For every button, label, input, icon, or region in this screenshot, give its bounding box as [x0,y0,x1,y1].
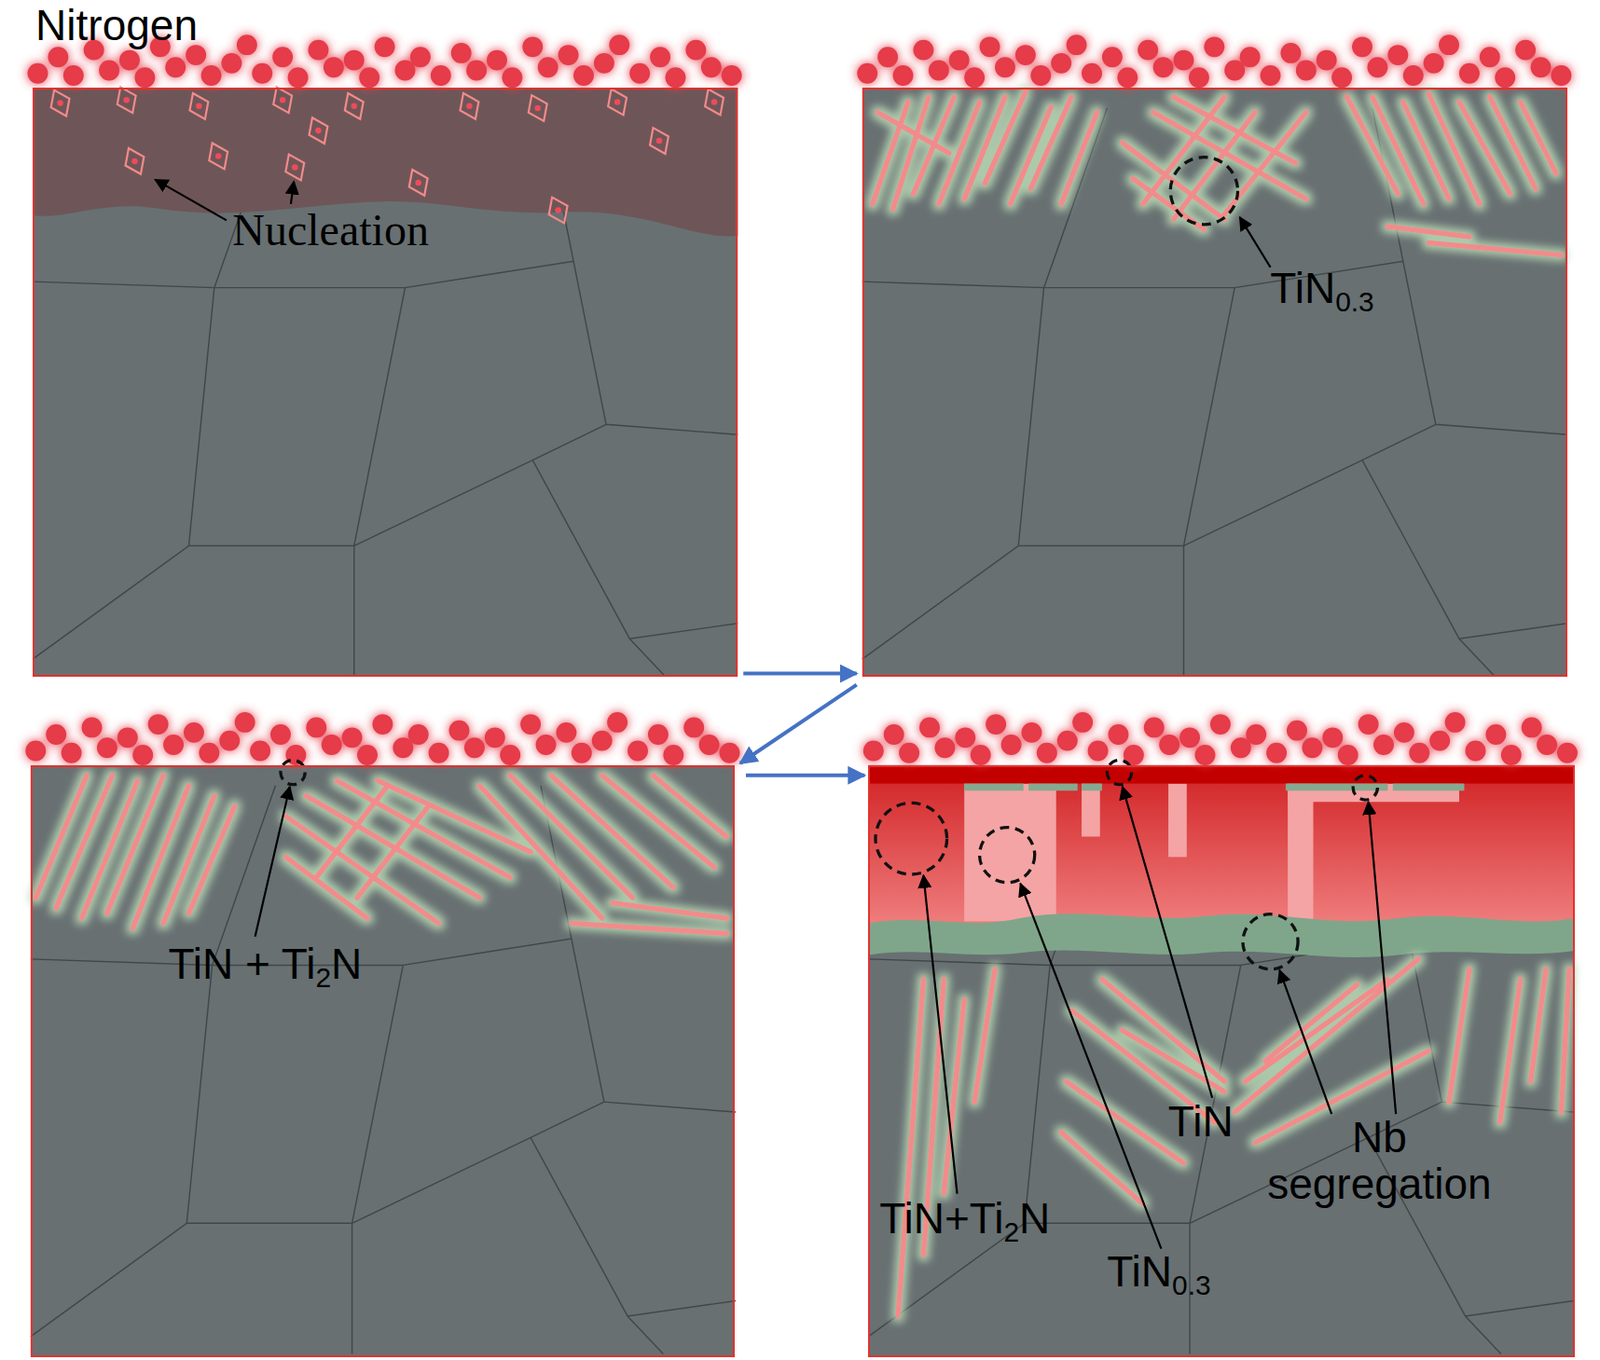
phase-label: TiN [1168,1098,1234,1146]
phase-label: TiN + Ti2N [167,940,362,989]
phase-label: TiN0.3 [1269,264,1374,313]
stage-arrow [743,672,857,676]
grain-boundaries [30,108,1574,1354]
nitrogen-atoms [25,34,1578,766]
stage-panel: TiN + Ti2N [30,765,735,1358]
stage-arrow [745,773,865,778]
stage-arrow [740,685,857,764]
nitride-needles [35,92,1570,1317]
stage-panel: TiN0.3 [862,87,1568,676]
callout-circles [280,157,1378,970]
panel-grounds [30,87,1575,1358]
leader-lines [154,179,1396,1250]
gas-label: Nitrogen [35,1,198,50]
compound-layer [868,765,1574,958]
phase-label: TiN+Ti2N [879,1195,1050,1243]
stage-panel: NitrogenNucleation [32,87,738,676]
phase-label: TiN0.3 [1106,1248,1211,1297]
phase-label: Nucleation [232,206,429,256]
stage-panel: TiN+Ti2N TiN0.3 TiNNb segregation [868,765,1574,1358]
phase-label: Nb segregation [1241,1114,1518,1209]
